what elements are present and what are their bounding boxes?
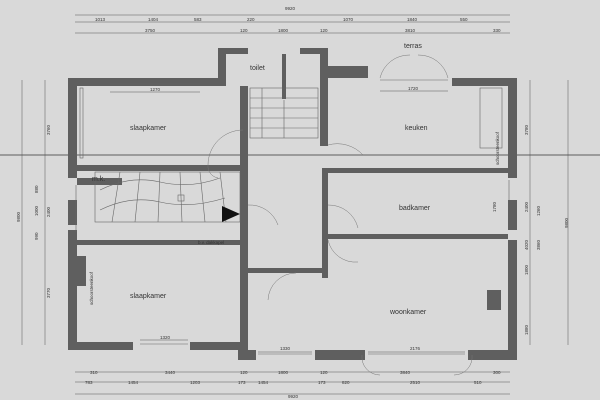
dim-bottom-13: 173: [318, 380, 326, 385]
room-labels: toilet terras slaapkamer keuken m.k. bad…: [89, 43, 500, 316]
bottom-dimensions: 310 3440 120 1800 120 3840 300 783 1454 …: [75, 370, 510, 399]
dim-bottom-5: 120: [320, 370, 328, 375]
dim-left-lower: 3770: [46, 287, 51, 298]
label-terras: terras: [404, 43, 422, 50]
dim-bottom-12: 1454: [258, 380, 269, 385]
dim-bottom-4: 1800: [278, 370, 289, 375]
top-dimensions: 9920 1013 1404 583 220 1070 1840 550 375…: [75, 6, 510, 34]
dim-top-6: 1840: [407, 17, 418, 22]
stair-direction-arrow: [222, 206, 240, 222]
label-badkamer: badkamer: [399, 205, 431, 212]
outer-walls: [68, 48, 517, 360]
dim-bottom-10: 1203: [190, 380, 201, 385]
dim-badkamer: 1780: [492, 201, 497, 212]
dim-right-upper: 3780: [524, 124, 529, 135]
dim-right-total: 9800: [564, 217, 569, 228]
dim-top-3: 583: [194, 17, 202, 22]
dim-right-lower-1: 1880: [524, 324, 529, 335]
label-schoorsteen-right: schoorsteenkoof: [495, 131, 500, 165]
label-toilet: toilet: [250, 65, 265, 72]
dim-bottom-9: 1454: [128, 380, 139, 385]
dim-bottom-6: 3840: [400, 370, 411, 375]
dim-slaapkamer-top: 1270: [150, 87, 161, 92]
label-slaapkamer-bottom: slaapkamer: [130, 293, 167, 300]
dim-bottom-14: 820: [342, 380, 350, 385]
dim-top-13: 330: [493, 28, 501, 33]
dim-bottom-total: 9920: [288, 394, 299, 399]
dim-bottom-16: 510: [474, 380, 482, 385]
dim-bottom-1: 310: [90, 370, 98, 375]
dim-left-mid-3: 2400: [46, 206, 51, 217]
dim-bottom-7: 300: [493, 370, 501, 375]
dim-bottom-11: 173: [238, 380, 246, 385]
dim-bottom-8: 783: [85, 380, 93, 385]
stairs-lower: [94, 171, 241, 223]
dim-top-total: 9920: [285, 6, 296, 11]
stairs-upper: [249, 87, 319, 139]
inner-walls: [77, 54, 508, 355]
dim-bottom-2: 3440: [165, 370, 176, 375]
dim-left-mid-4: 990: [34, 232, 39, 240]
left-dimensions: 9800 3760 880 1000 2400 990 3770: [16, 80, 51, 345]
dim-hall: 1330: [280, 346, 291, 351]
dim-right-lower-3: 3860: [536, 239, 541, 250]
windows: [75, 79, 510, 355]
internal-dimensions: 1270 1720 1320 1330 2176 1780: [110, 86, 497, 353]
label-slaapkamer-top: slaapkamer: [130, 125, 167, 132]
right-dimensions: 9800 3780 2400 4020 1800 1880 1260 3860: [524, 80, 569, 345]
dim-bottom-3: 120: [240, 370, 248, 375]
door-swings: [207, 54, 473, 376]
dim-left-upper: 3760: [46, 124, 51, 135]
dim-top-5: 1070: [343, 17, 354, 22]
dim-top-11: 120: [320, 28, 328, 33]
label-mk: m.k.: [92, 176, 105, 183]
dim-top-1: 1013: [95, 17, 106, 22]
dim-top-10: 1800: [278, 28, 289, 33]
dim-slaapkamer-bottom: 1320: [160, 335, 171, 340]
dim-top-7: 550: [460, 17, 468, 22]
label-keuken: keuken: [405, 125, 428, 132]
dim-top-12: 3810: [405, 28, 416, 33]
dim-top-8: 3750: [145, 28, 156, 33]
dim-top-9: 120: [240, 28, 248, 33]
dim-left-mid-1: 880: [34, 185, 39, 193]
dim-bottom-15: 2510: [410, 380, 421, 385]
dim-top-2: 1404: [148, 17, 159, 22]
label-schoorsteen-left: schoorsteenkoof: [89, 271, 94, 305]
dim-right-mid-2: 4020: [524, 239, 529, 250]
dim-left-total: 9800: [16, 211, 21, 222]
dim-woonkamer-window: 2176: [410, 346, 421, 351]
label-vaste-kast: b.v. dakkapel: [198, 240, 224, 245]
dim-left-mid-2: 1000: [34, 205, 39, 216]
dim-right-mid-3: 1800: [524, 264, 529, 275]
dim-right-mid-1: 2400: [524, 201, 529, 212]
dim-top-4: 220: [247, 17, 255, 22]
dim-keuken: 1720: [408, 86, 419, 91]
dim-right-lower-2: 1260: [536, 205, 541, 216]
label-woonkamer: woonkamer: [389, 309, 427, 316]
